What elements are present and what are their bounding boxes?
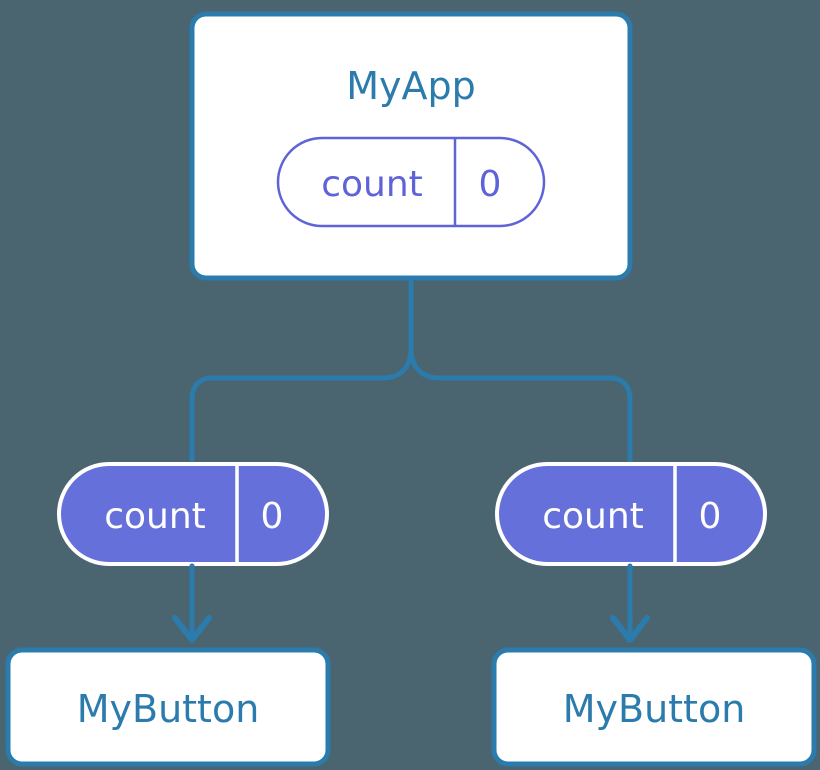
node-myapp[interactable]: MyApp count 0 [189, 11, 633, 281]
tree-connectors [189, 275, 633, 473]
myapp-state-value: 0 [479, 164, 502, 205]
left-state-pill[interactable]: count 0 [57, 462, 329, 566]
mybutton-left-label: MyButton [77, 687, 260, 731]
myapp-state-pill[interactable]: count 0 [276, 136, 546, 228]
right-state-pill[interactable]: count 0 [495, 462, 767, 566]
connector-branch-right-icon [408, 345, 633, 473]
node-mybutton-right[interactable]: MyButton [491, 647, 817, 767]
left-state-key: count [104, 496, 206, 537]
mybutton-right-label: MyButton [563, 687, 746, 731]
mybutton-right-box[interactable] [491, 647, 817, 767]
node-mybutton-left[interactable]: MyButton [5, 647, 331, 767]
branch-left: count 0 MyButton [5, 462, 331, 767]
myapp-state-key: count [321, 164, 423, 205]
myapp-label: MyApp [346, 64, 476, 108]
right-state-value: 0 [699, 496, 722, 537]
left-state-value: 0 [261, 496, 284, 537]
connector-branch-left-icon [189, 345, 414, 473]
right-state-key: count [542, 496, 644, 537]
left-arrow-down-icon [172, 563, 212, 643]
mybutton-left-box[interactable] [5, 647, 331, 767]
myapp-state-pill-body[interactable] [276, 136, 546, 228]
branch-right: count 0 MyButton [491, 462, 817, 767]
right-arrow-down-icon [610, 563, 650, 643]
